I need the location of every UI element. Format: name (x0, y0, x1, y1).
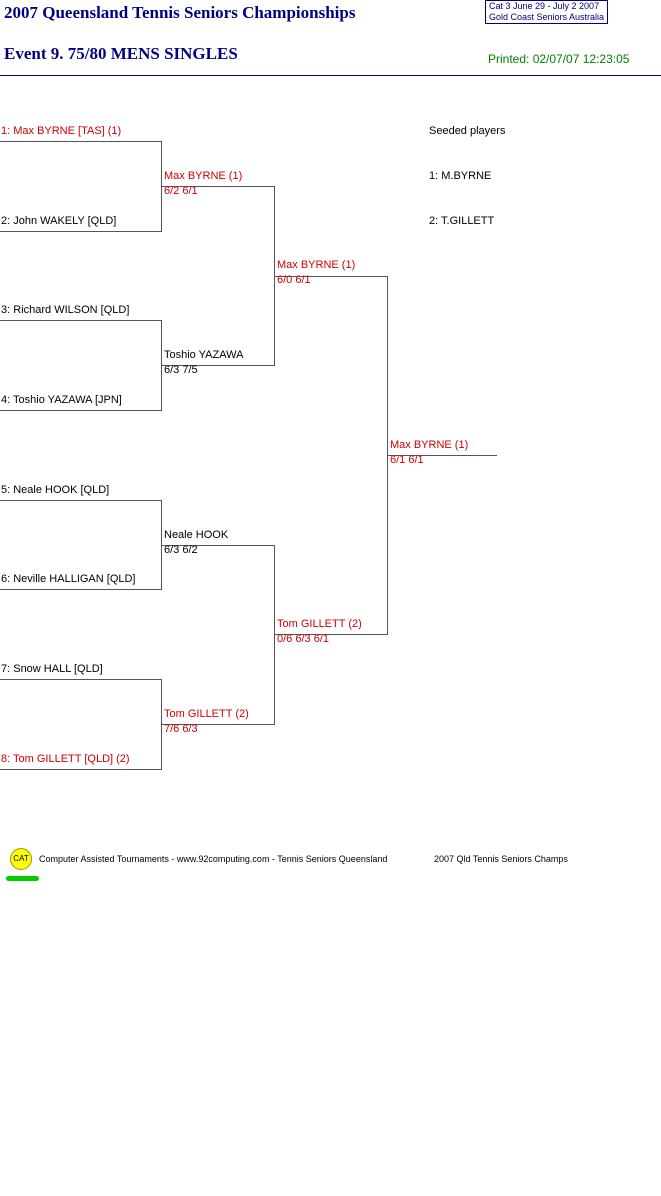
draw-line (0, 500, 162, 501)
category-venue: Gold Coast Seniors Australia (489, 12, 605, 22)
champion-name: Max BYRNE (1) (390, 439, 469, 451)
draw-line (0, 410, 162, 411)
round2-winner-2: Toshio YAZAWA (164, 349, 244, 361)
draw-player-5: 5: Neale HOOK [QLD] (1, 484, 110, 496)
round2-score-4: 7/6 6/3 (164, 723, 198, 735)
draw-line (0, 231, 162, 232)
semi-winner-2: Tom GILLETT (2) (277, 618, 362, 630)
round2-score-3: 6/3 6/2 (164, 544, 198, 556)
draw-player-8: 8: Tom GILLETT [QLD] (2) (1, 753, 130, 765)
category-dates: Cat 3 June 29 - July 2 2007 (489, 1, 600, 11)
round2-score-1: 6/2 6/1 (164, 185, 198, 197)
draw-line (274, 276, 388, 277)
draw-line (387, 455, 497, 456)
cat-logo-icon: CAT (10, 848, 32, 870)
footer-credit: Computer Assisted Tournaments - www.92co… (39, 854, 388, 864)
draw-line (0, 320, 162, 321)
header-divider (0, 75, 661, 76)
draw-player-1: 1: Max BYRNE [TAS] (1) (1, 125, 122, 137)
round2-winner-3: Neale HOOK (164, 529, 229, 541)
seeded-heading: Seeded players (429, 125, 506, 137)
draw-player-3: 3: Richard WILSON [QLD] (1, 304, 130, 316)
round2-winner-4: Tom GILLETT (2) (164, 708, 249, 720)
semi-score-1: 6/0 6/1 (277, 274, 311, 286)
draw-player-4: 4: Toshio YAZAWA [JPN] (1, 394, 122, 406)
draw-line (0, 141, 162, 142)
page-title: 2007 Queensland Tennis Seniors Champions… (4, 3, 356, 22)
draw-line (161, 365, 275, 366)
draw-line (161, 186, 275, 187)
final-score: 6/1 6/1 (390, 454, 424, 466)
logo-underline (6, 876, 39, 881)
semi-score-2: 0/6 6/3 6/1 (277, 633, 329, 645)
draw-line (274, 634, 388, 635)
draw-line (161, 545, 275, 546)
draw-line (0, 589, 162, 590)
footer-event: 2007 Qld Tennis Seniors Champs (434, 854, 568, 864)
seed-1: 1: M.BYRNE (429, 170, 492, 182)
event-title: Event 9. 75/80 MENS SINGLES (4, 44, 238, 63)
draw-player-7: 7: Snow HALL [QLD] (1, 663, 103, 675)
round2-winner-1: Max BYRNE (1) (164, 170, 243, 182)
draw-player-6: 6: Neville HALLIGAN [QLD] (1, 573, 136, 585)
draw-line (0, 679, 162, 680)
printed-timestamp: Printed: 02/07/07 12:23:05 (488, 52, 630, 66)
draw-player-2: 2: John WAKELY [QLD] (1, 215, 117, 227)
semi-winner-1: Max BYRNE (1) (277, 259, 356, 271)
seed-2: 2: T.GILLETT (429, 215, 495, 227)
round2-score-2: 6/3 7/5 (164, 364, 198, 376)
draw-line (0, 769, 162, 770)
bracket-connector (274, 545, 275, 725)
category-box: Cat 3 June 29 - July 2 2007 Gold Coast S… (485, 0, 609, 24)
draw-line (161, 724, 275, 725)
